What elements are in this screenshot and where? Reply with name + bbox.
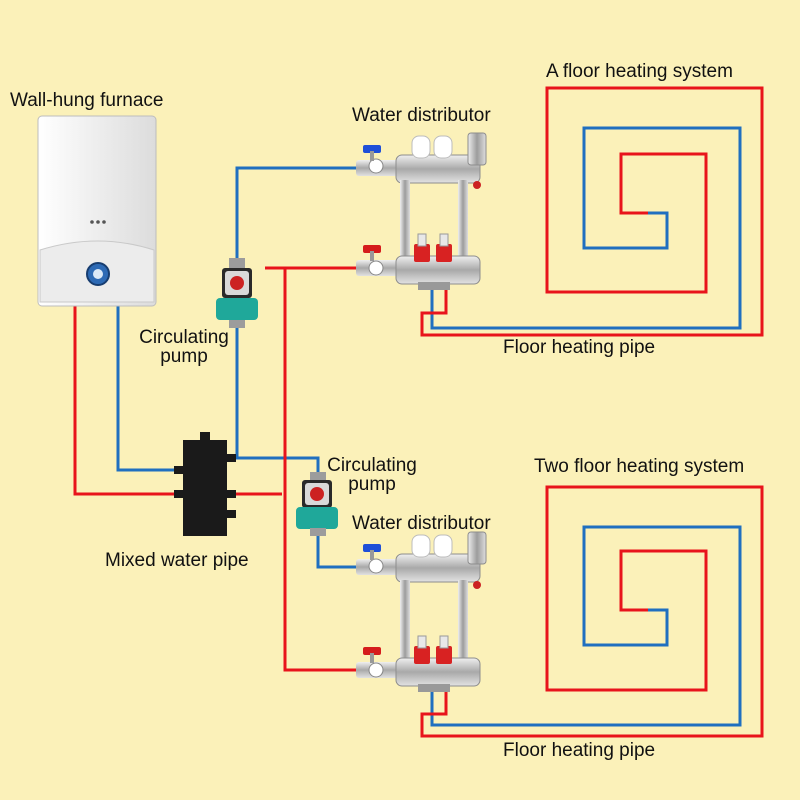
water-distributor-top xyxy=(356,132,487,290)
hot-pipes xyxy=(73,86,764,738)
pump-top-label: Circulating pump xyxy=(139,327,229,367)
system-b-label: Two floor heating system xyxy=(534,456,745,477)
pipe-top-label: Floor heating pipe xyxy=(503,337,656,358)
system-a-label: A floor heating system xyxy=(546,61,733,82)
pump-bottom-label: Circulating pump xyxy=(327,455,417,495)
wall-hung-furnace xyxy=(37,115,157,307)
mixed-pipe-label: Mixed water pipe xyxy=(105,550,249,571)
furnace-label: Wall-hung furnace xyxy=(10,90,164,111)
circulating-pump-bottom xyxy=(296,472,338,536)
mixed-water-pipe xyxy=(174,432,236,536)
cold-pipes xyxy=(116,126,742,727)
distributor-top-label: Water distributor xyxy=(352,105,491,126)
distributor-bottom-label: Water distributor xyxy=(352,513,491,534)
pipe-bottom-label: Floor heating pipe xyxy=(503,740,656,761)
water-distributor-bottom xyxy=(356,531,487,692)
circulating-pump-top xyxy=(216,258,258,328)
